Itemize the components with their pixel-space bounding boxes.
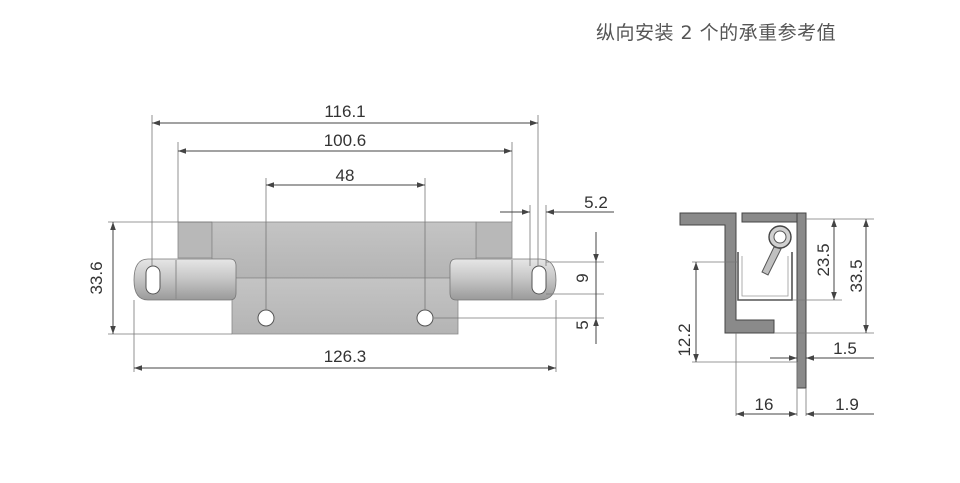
hinge-front-view xyxy=(133,221,557,335)
dim-pin-height: 23.5 xyxy=(814,243,833,276)
hinge-side-view xyxy=(679,212,807,389)
hinge-knuckle-right xyxy=(449,258,557,301)
mounting-hole-left xyxy=(257,309,275,327)
side-pin-arm xyxy=(761,246,782,276)
dim-height: 33.6 xyxy=(87,261,106,294)
slot-left xyxy=(145,265,161,295)
dim-total-height: 33.5 xyxy=(847,259,866,292)
dim-hole-spacing: 48 xyxy=(336,166,355,185)
hinge-leaf-left-tab xyxy=(177,221,213,259)
mounting-hole-right xyxy=(416,309,434,327)
side-right-plate xyxy=(796,212,807,389)
side-extension-lines xyxy=(692,218,874,416)
hinge-main-plate xyxy=(211,221,477,279)
side-top-leaf xyxy=(741,212,807,227)
dim-slot-offset: 9 xyxy=(573,273,592,282)
dim-total-length: 126.3 xyxy=(324,347,367,366)
dim-overall-width: 116.1 xyxy=(324,102,365,121)
front-dimension-lines xyxy=(110,120,614,371)
dim-plate-thickness: 1.9 xyxy=(835,395,859,414)
side-left-leaf-profile xyxy=(679,212,775,334)
dim-leaf-thickness: 1.5 xyxy=(833,339,857,358)
dim-base-width: 16 xyxy=(755,395,774,414)
front-extension-lines xyxy=(108,115,604,372)
hinge-leaf-right-tab xyxy=(475,221,513,259)
side-inner-bracket xyxy=(737,252,793,301)
side-dimension-lines xyxy=(693,219,874,417)
dim-hole-offset: 5 xyxy=(573,320,592,329)
diagram-caption: 纵向安装 2 个的承重参考值 xyxy=(596,22,837,44)
dim-slot-span: 100.6 xyxy=(324,131,367,150)
dim-ear-width: 5.2 xyxy=(584,193,608,212)
slot-right xyxy=(531,265,547,295)
dim-lower-depth: 12.2 xyxy=(675,323,694,356)
hinge-lower-plate xyxy=(231,277,459,335)
